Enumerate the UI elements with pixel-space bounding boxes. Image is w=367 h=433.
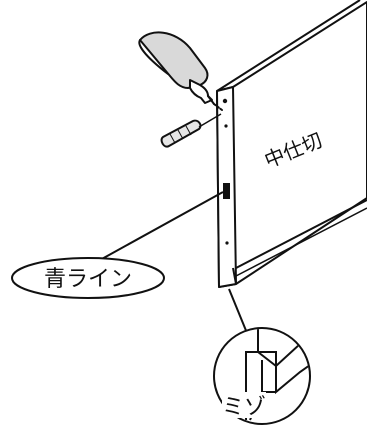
groove-edge-line	[235, 199, 367, 269]
groove-detail: ミゾ	[213, 327, 311, 425]
blue-line-callout: 青ライン	[11, 257, 165, 299]
blue-line-mark	[223, 183, 230, 199]
blue-line-leader	[99, 191, 224, 261]
groove-leader	[228, 288, 248, 334]
blue-line-label: 青ライン	[44, 267, 132, 292]
groove-label: ミゾ	[222, 395, 266, 420]
glue-bottle-icon	[138, 31, 223, 111]
wooden-dowel-icon	[160, 113, 222, 148]
dowel-holes	[222, 98, 230, 245]
